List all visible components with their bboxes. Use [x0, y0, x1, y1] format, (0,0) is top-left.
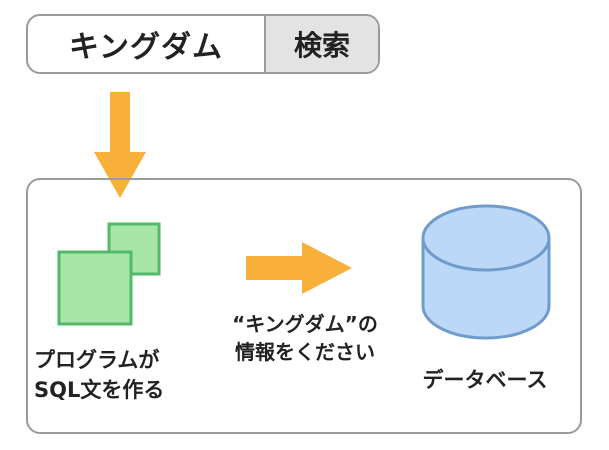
program-icon: [57, 222, 161, 326]
program-caption-line1: プログラムが: [34, 348, 160, 372]
request-caption-line1: “キングダム”の: [232, 312, 378, 336]
request-caption: “キングダム”の 情報をください: [210, 310, 400, 366]
database-icon: [421, 204, 551, 340]
process-frame: [26, 178, 582, 434]
right-arrow-icon: [246, 242, 352, 294]
search-input[interactable]: キングダム: [68, 30, 224, 65]
search-button[interactable]: 検索: [264, 16, 378, 72]
database-caption: データベース: [422, 368, 548, 392]
down-arrow-icon: [94, 92, 146, 198]
search-bar: キングダム 検索: [26, 14, 380, 74]
request-caption-line2: 情報をください: [235, 340, 375, 364]
program-caption-line2: SQL文を作る: [34, 378, 165, 402]
program-caption: プログラムが SQL文を作る: [34, 345, 224, 405]
